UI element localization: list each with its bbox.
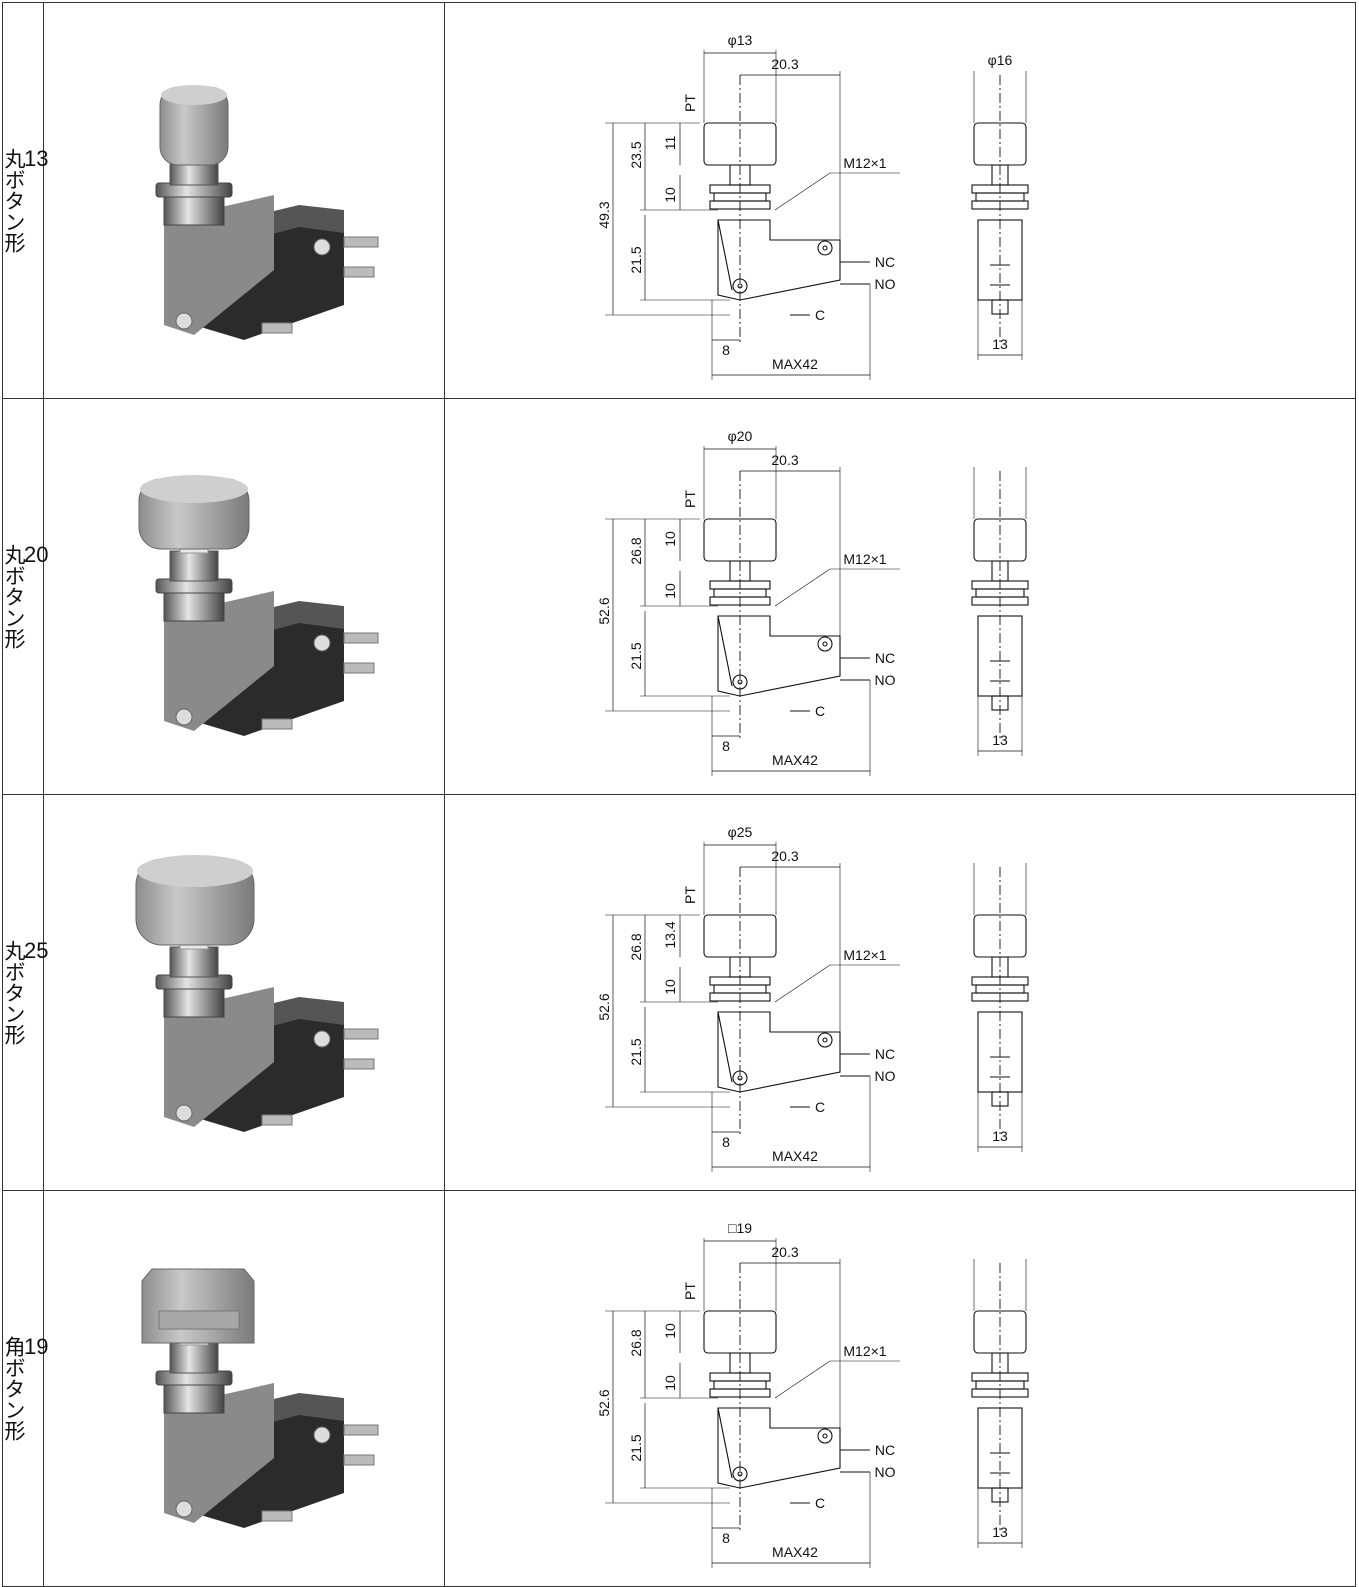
type-label-text: 丸ボタン形 <box>2 544 26 649</box>
pt-dim: PT <box>682 93 698 111</box>
type-label-number: 25 <box>24 938 49 963</box>
type-label-number: 13 <box>24 146 49 171</box>
no-label: NO <box>875 1464 896 1480</box>
c-label: C <box>815 307 825 323</box>
nc-label: NC <box>875 1442 895 1458</box>
nc-label: NC <box>875 650 895 666</box>
upper-height-dim: 26.8 <box>628 933 644 960</box>
side-width-dim: 13 <box>992 336 1008 352</box>
total-height-dim: 52.6 <box>596 1389 612 1416</box>
upper-height-dim: 26.8 <box>628 1329 644 1356</box>
lower-height-dim: 21.5 <box>628 246 644 273</box>
neck-height-dim: 10 <box>662 979 678 995</box>
max-width-dim: MAX42 <box>772 1544 818 1560</box>
thread-dim: M12×1 <box>843 551 886 567</box>
cap-diameter-dim: φ25 <box>728 824 753 840</box>
total-height-dim: 49.3 <box>596 201 612 228</box>
side-cap-dim: φ16 <box>988 52 1013 68</box>
no-label: NO <box>875 276 896 292</box>
type-label-text: 角ボタン形 <box>2 1336 26 1441</box>
side-width-dim: 13 <box>992 1524 1008 1540</box>
type-label-number: 20 <box>24 542 49 567</box>
cap-diameter-dim: □19 <box>728 1220 752 1236</box>
offset-dim: 20.3 <box>771 848 798 864</box>
nc-label: NC <box>875 254 895 270</box>
cap-height-dim: 10 <box>662 531 678 547</box>
eight-dim: 8 <box>722 1530 730 1546</box>
thread-dim: M12×1 <box>843 947 886 963</box>
offset-dim: 20.3 <box>771 56 798 72</box>
nc-label: NC <box>875 1046 895 1062</box>
dimension-drawing: φ20 20.3PT 10 26.8 10 52.6 21.5 M12×1NC NO C 8MAX4… <box>596 428 1029 776</box>
total-height-dim: 52.6 <box>596 597 612 624</box>
neck-height-dim: 10 <box>662 187 678 203</box>
side-width-dim: 13 <box>992 732 1008 748</box>
type-label-number: 19 <box>24 1334 49 1359</box>
lower-height-dim: 21.5 <box>628 642 644 669</box>
total-height-dim: 52.6 <box>596 993 612 1020</box>
cap-diameter-dim: φ20 <box>728 428 753 444</box>
upper-height-dim: 26.8 <box>628 537 644 564</box>
pt-dim: PT <box>682 489 698 507</box>
max-width-dim: MAX42 <box>772 752 818 768</box>
type-label-text: 丸ボタン形 <box>2 148 26 253</box>
no-label: NO <box>875 1068 896 1084</box>
switch-photo <box>155 84 379 340</box>
pt-dim: PT <box>682 885 698 903</box>
type-label-text: 丸ボタン形 <box>2 940 26 1045</box>
photo-cell <box>43 794 445 1191</box>
no-label: NO <box>875 672 896 688</box>
cap-diameter-dim: φ13 <box>728 32 753 48</box>
cap-height-dim: 13.4 <box>662 921 678 948</box>
dimension-drawing: □19 20.3PT 10 26.8 10 52.6 21.5 M12×1NC NO C 8MAX4… <box>596 1220 1029 1568</box>
neck-height-dim: 10 <box>662 583 678 599</box>
c-label: C <box>815 1099 825 1115</box>
max-width-dim: MAX42 <box>772 356 818 372</box>
photo-cell <box>43 398 445 795</box>
upper-height-dim: 23.5 <box>628 141 644 168</box>
cap-height-dim: 11 <box>662 135 678 150</box>
photo-cell <box>43 2 445 399</box>
dimension-drawing: φ25 20.3PT 13.4 26.8 10 52.6 21.5 M12×1NC NO C 8MA… <box>596 824 1029 1172</box>
lower-height-dim: 21.5 <box>628 1434 644 1461</box>
photo-cell <box>43 1190 445 1587</box>
switch-photo <box>141 1268 379 1528</box>
eight-dim: 8 <box>722 738 730 754</box>
thread-dim: M12×1 <box>843 155 886 171</box>
max-width-dim: MAX42 <box>772 1148 818 1164</box>
c-label: C <box>815 1495 825 1511</box>
dimension-drawing: φ13 20.3PT 11 23.5 10 49.3 21.5 M12×1NC NO C 8MAX4… <box>596 32 1029 380</box>
switch-photo <box>138 474 379 736</box>
switch-photo <box>135 854 379 1132</box>
pt-dim: PT <box>682 1281 698 1299</box>
eight-dim: 8 <box>722 342 730 358</box>
side-width-dim: 13 <box>992 1128 1008 1144</box>
offset-dim: 20.3 <box>771 452 798 468</box>
neck-height-dim: 10 <box>662 1375 678 1391</box>
lower-height-dim: 21.5 <box>628 1038 644 1065</box>
c-label: C <box>815 703 825 719</box>
offset-dim: 20.3 <box>771 1244 798 1260</box>
thread-dim: M12×1 <box>843 1343 886 1359</box>
cap-height-dim: 10 <box>662 1323 678 1339</box>
eight-dim: 8 <box>722 1134 730 1150</box>
